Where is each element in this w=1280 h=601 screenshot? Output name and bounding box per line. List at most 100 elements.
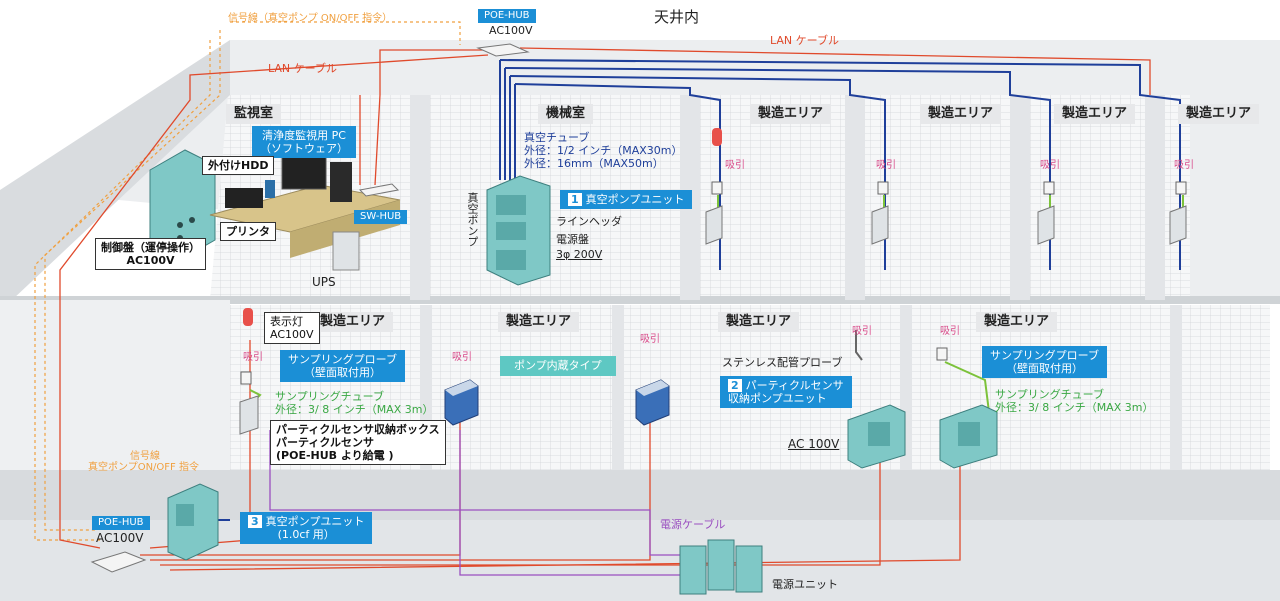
suction-label-upper-4: 吸引 [1174,160,1194,171]
sampling-tube-right-line1: サンプリングチューブ [995,388,1105,401]
ceiling-poe-hub-power: AC100V [489,24,533,37]
control-panel-label-line1: 制御盤（運停操作） [101,241,200,254]
sw-hub-label: SW-HUB [354,210,408,224]
room-label-monitor: 監視室 [226,104,282,124]
sampling-probe-right-line1: サンプリングプローブ [990,349,1100,362]
ups-device [332,231,360,271]
suction-label-lower-4: 吸引 [852,326,872,337]
vacuum-pump-vertical-label: 真空ポンプ [466,192,479,247]
printer-label: プリンタ [220,222,276,241]
suction-label-upper-2: 吸引 [876,160,896,171]
particle-sensor-pump-unit-2 [847,404,906,469]
sensor-box-line2: パーティクルセンサ [276,436,375,449]
ac100v-label: AC 100V [788,437,840,451]
sensor-box-line3: (POE-HUB より給電 ) [276,449,394,462]
sw-hub-device [358,183,400,197]
power-cable-label: 電源ケーブル [660,518,726,531]
lower-probe-left [240,371,252,385]
wall-prod2-prod3 [1010,95,1030,300]
monitoring-pc-label: 清浄度監視用 PC （ソフトウェア） [252,126,356,158]
upper-sensors [705,205,1187,245]
ups-label: UPS [312,275,336,289]
vacuum-pump-unit-3 [167,483,219,561]
builtin-pump-sensor-1 [444,379,479,426]
wall-prod1-prod2 [845,95,865,300]
power-cables [269,430,690,576]
vacuum-pump-unit-3-text-1: 真空ポンプユニット [265,515,365,528]
vacuum-pump-unit-1-number: 1 [568,193,582,206]
printer-device [225,188,263,208]
suction-label-lower-2: 吸引 [452,352,472,363]
builtin-pump-sensor-2 [635,379,670,426]
particle-sensor-pump-unit-text-1: パーティクルセンサ [745,379,844,392]
room-label-prod-lower-1: 製造エリア [312,312,394,332]
sampling-probe-left-label: サンプリングプローブ （壁面取付用） [280,350,406,382]
particle-sensor-pump-unit-text-2: 収納ポンプユニット [728,392,827,405]
sensor-box-line1: パーティクルセンサ収納ボックス [276,423,440,436]
power-panel-label: 電源盤 [556,233,589,246]
vacuum-tubes [209,59,1181,521]
ceiling-poe-hub-device [476,43,530,57]
room-label-prod-upper-3: 製造エリア [1054,104,1136,124]
suction-label-upper-1: 吸引 [725,160,745,171]
hdd-device [265,180,275,198]
room-label-machine: 機械室 [538,104,594,124]
sampling-tube-right-label: サンプリングチューブ 外径：3/ 8 インチ（MAX 3m） [995,388,1153,414]
monitor-screen [281,156,327,190]
room-label-prod-lower-2: 製造エリア [498,312,580,332]
vacuum-pump-unit-1-text: 真空ポンプユニット [585,193,685,206]
lower-partition-4 [1170,305,1182,470]
sampling-tube-left-line2: 外径：3/ 8 インチ（MAX 3m） [275,403,434,416]
sampling-tube-left-label: サンプリングチューブ 外径：3/ 8 インチ（MAX 3m） [275,390,433,416]
power-spec-label: 3φ 200V [556,248,603,261]
pc-tower [330,162,352,202]
indicator-lamp-label: 表示灯 AC100V [264,312,320,344]
stainless-probe-label: ステンレス配管プローブ [722,356,843,369]
room-label-prod-lower-4: 製造エリア [976,312,1058,332]
ceiling-poe-hub-label: POE-HUB [478,9,536,23]
sampling-tube-left-line1: サンプリングチューブ [275,390,385,403]
stainless-probe [855,330,863,361]
vacuum-pump-unit-3-text-2: (1.0cf 用） [277,528,335,541]
signal-line-top-label: 信号線（真空ポンプ ON/OFF 指令） [228,13,393,24]
signal-line-bottom-label-1: 信号線 [130,451,160,462]
power-unit-label: 電源ユニット [772,578,838,591]
suction-label-lower-3: 吸引 [640,334,660,345]
room-label-prod-upper-2: 製造エリア [920,104,1002,124]
lower-left-wall [0,300,230,470]
room-label-prod-lower-3: 製造エリア [718,312,800,332]
suction-label-lower-5: 吸引 [940,326,960,337]
vacuum-pump-unit-1 [486,175,551,286]
line-header-label: ラインヘッダ [556,215,622,228]
signal-line-bottom-label-2: 真空ポンプON/OFF 指令 [88,462,199,473]
bottom-poe-hub-label: POE-HUB [92,516,150,530]
power-unit-device [679,539,763,595]
vacuum-tube-spec-line1: 真空チューブ [524,131,590,144]
pump-builtin-tag: ポンプ内蔵タイプ [500,356,616,376]
external-hdd-label: 外付けHDD [202,156,275,175]
wall-monitor-machine [410,95,430,300]
bottom-poe-hub-power: AC100V [96,531,144,545]
lower-partition-2 [612,305,624,470]
particle-sensor-pump-unit-number: 2 [728,379,742,392]
indicator-lamp-label-line1: 表示灯 [270,315,303,328]
lan-cable-label-left: LAN ケーブル [268,62,337,75]
monitoring-pc-label-line2: （ソフトウェア） [260,142,348,155]
indicator-lamp-label-line2: AC100V [270,328,314,341]
lower-sensor-box [239,395,259,435]
vacuum-pump-unit-3-number: 3 [248,515,262,528]
sampling-tube-right-line2: 外径：3/ 8 インチ（MAX 3m） [995,401,1154,414]
pump-unit-right [939,404,998,469]
upper-floor-slab [0,296,1280,304]
suction-label-lower-left: 吸引 [243,352,263,363]
vacuum-tube-spec: 真空チューブ 外径：1/2 インチ（MAX30m） 外径：16mm（MAX50m… [524,131,682,170]
control-panel-label: 制御盤（運停操作） AC100V [95,238,206,270]
bottom-poe-hub-device [90,551,147,573]
